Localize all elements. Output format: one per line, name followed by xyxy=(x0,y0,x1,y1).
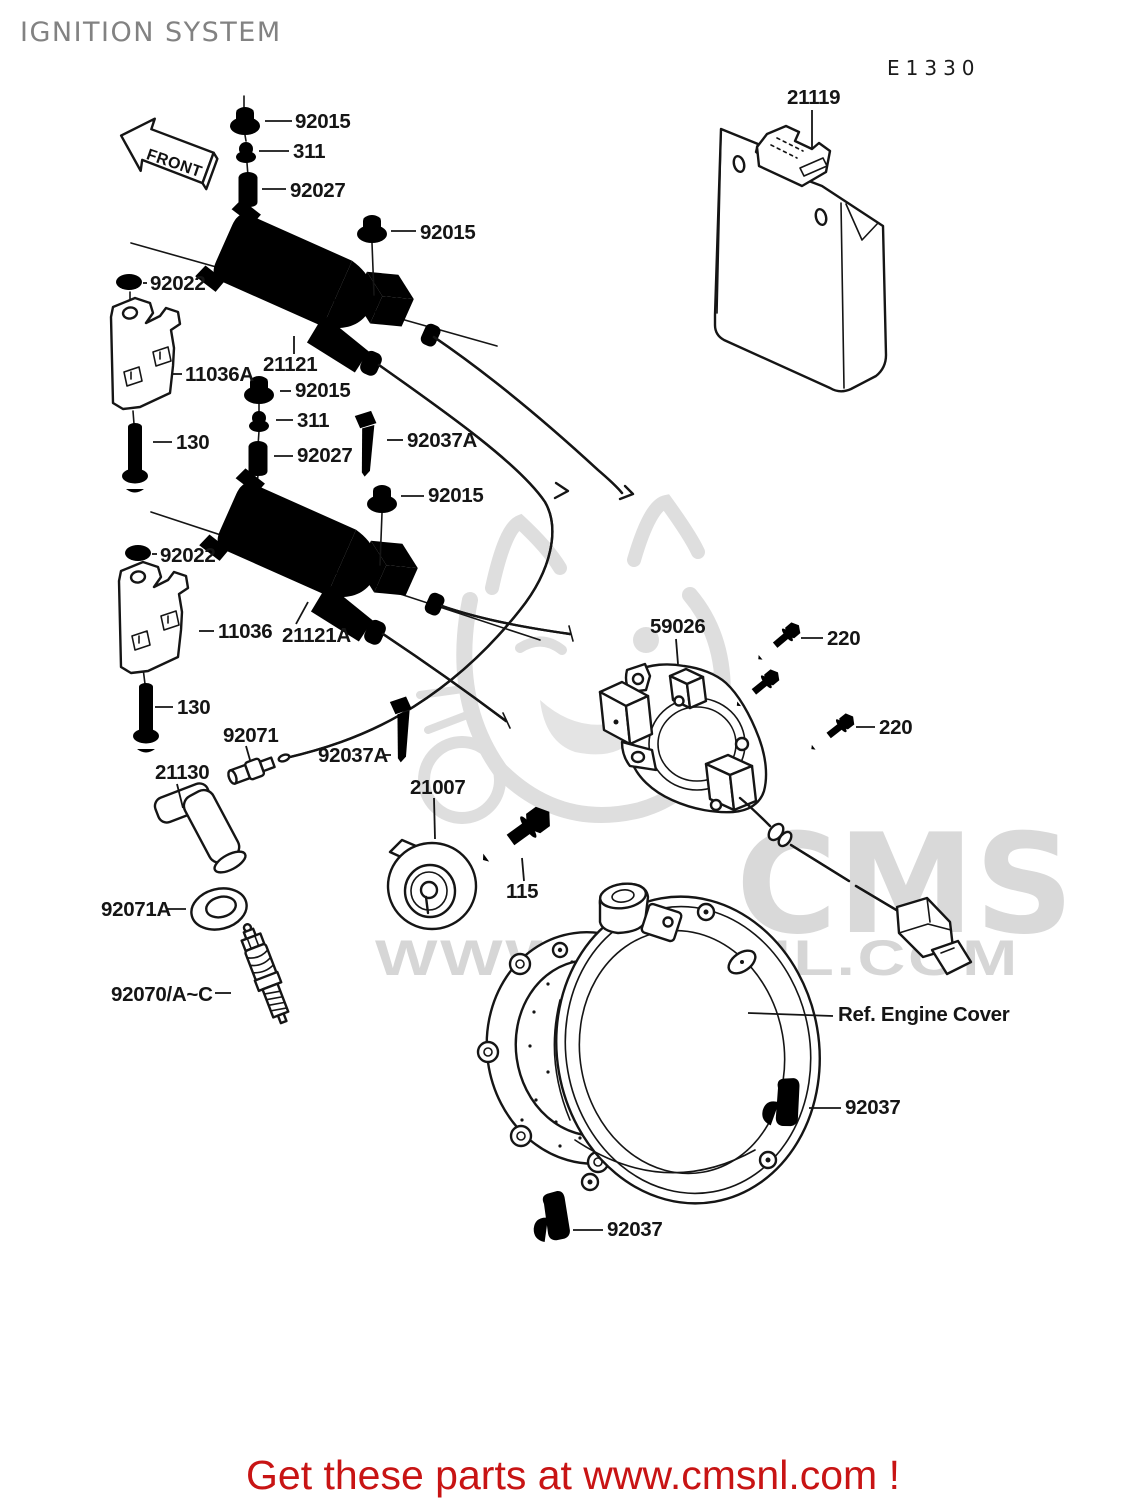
washer xyxy=(116,274,142,290)
part-label: 11036A xyxy=(185,363,254,386)
flange-nut xyxy=(357,215,387,243)
part-label: 92022 xyxy=(150,272,206,295)
part-labels-layer: 92015 311 92027 92015 92022 11036A 21121 92015 3… xyxy=(101,86,1010,1241)
leader-line xyxy=(176,783,184,809)
coil-bracket-11036A xyxy=(109,296,182,411)
part-label: 21121A xyxy=(282,624,351,647)
spark-plug xyxy=(240,923,290,1025)
spark-plug-wires xyxy=(277,335,635,763)
igniter-unit xyxy=(713,124,888,393)
part-label: 92037A xyxy=(407,429,478,452)
leader-line xyxy=(245,745,251,761)
mount-bolt xyxy=(133,683,159,753)
part-label: 59026 xyxy=(650,615,706,638)
page-title: IGNITION SYSTEM xyxy=(20,17,282,48)
part-label: 220 xyxy=(827,627,860,650)
part-label: 115 xyxy=(506,880,538,903)
wire-continue-arrow-icon xyxy=(553,481,570,500)
wire-continue-arrow-icon xyxy=(618,484,635,501)
cable-clamp-92037 xyxy=(531,1190,571,1243)
part-label: 92027 xyxy=(297,444,353,467)
pickup-connector xyxy=(895,896,973,976)
small-nut xyxy=(249,411,269,432)
ignition-coil-2 xyxy=(189,463,462,667)
part-label: 92037 xyxy=(845,1096,901,1119)
front-arrow: FRONT xyxy=(119,117,219,191)
plug-grommet-92071A xyxy=(190,887,248,931)
washer xyxy=(125,545,151,561)
plug-terminal-92071 xyxy=(227,756,276,785)
rubber-damper xyxy=(248,441,268,476)
part-label: 92037A xyxy=(318,744,389,767)
part-label: 92015 xyxy=(428,484,484,507)
footer-link[interactable]: Get these parts at www.cmsnl.com ! xyxy=(246,1452,900,1498)
part-label: 11036 xyxy=(218,620,272,643)
coil-bracket-11036 xyxy=(117,560,190,675)
wire-clamp-92037A xyxy=(387,696,413,763)
flange-nut xyxy=(230,107,260,135)
part-label: 92071 xyxy=(223,724,279,747)
leader-line xyxy=(521,857,525,882)
diagram-code: E1330 xyxy=(887,56,981,80)
part-label: 130 xyxy=(176,431,209,454)
mount-bolt xyxy=(122,423,148,493)
leader-line xyxy=(675,638,679,665)
part-label: 311 xyxy=(297,409,329,432)
spark-plug-cap xyxy=(153,782,247,874)
part-label: 92015 xyxy=(420,221,476,244)
part-label: 21130 xyxy=(155,761,209,784)
part-label: 92037 xyxy=(607,1218,663,1241)
part-label: 92027 xyxy=(290,179,346,202)
part-label: 92015 xyxy=(295,379,351,402)
part-label: 130 xyxy=(177,696,210,719)
engine-cover xyxy=(551,882,821,1205)
part-label: 92071A xyxy=(101,898,172,921)
part-label: Ref. Engine Cover xyxy=(838,1003,1010,1026)
screw-220 xyxy=(731,666,784,712)
leader-line xyxy=(433,797,436,840)
part-label: 311 xyxy=(293,140,325,163)
cms-mascot-logo-icon xyxy=(416,494,731,824)
part-label: 92022 xyxy=(160,544,216,567)
wire-clamp-92037A xyxy=(351,410,378,478)
leader-line xyxy=(747,1012,834,1017)
part-label: 220 xyxy=(879,716,912,739)
leader-line xyxy=(295,601,309,625)
small-nut xyxy=(236,142,256,163)
screw-220 xyxy=(806,710,859,756)
part-label: 92015 xyxy=(295,110,351,133)
part-label: 92070/A~C xyxy=(111,983,213,1006)
part-label: 21121 xyxy=(263,353,317,376)
screw-220 xyxy=(753,619,805,666)
pickup-coil-assembly xyxy=(598,662,973,976)
ignition-coil-1 xyxy=(185,194,458,398)
timing-rotor xyxy=(386,838,478,931)
rubber-damper xyxy=(238,172,258,207)
flange-nut xyxy=(367,485,397,513)
part-label: 21007 xyxy=(410,776,466,799)
part-label: 21119 xyxy=(787,86,840,109)
